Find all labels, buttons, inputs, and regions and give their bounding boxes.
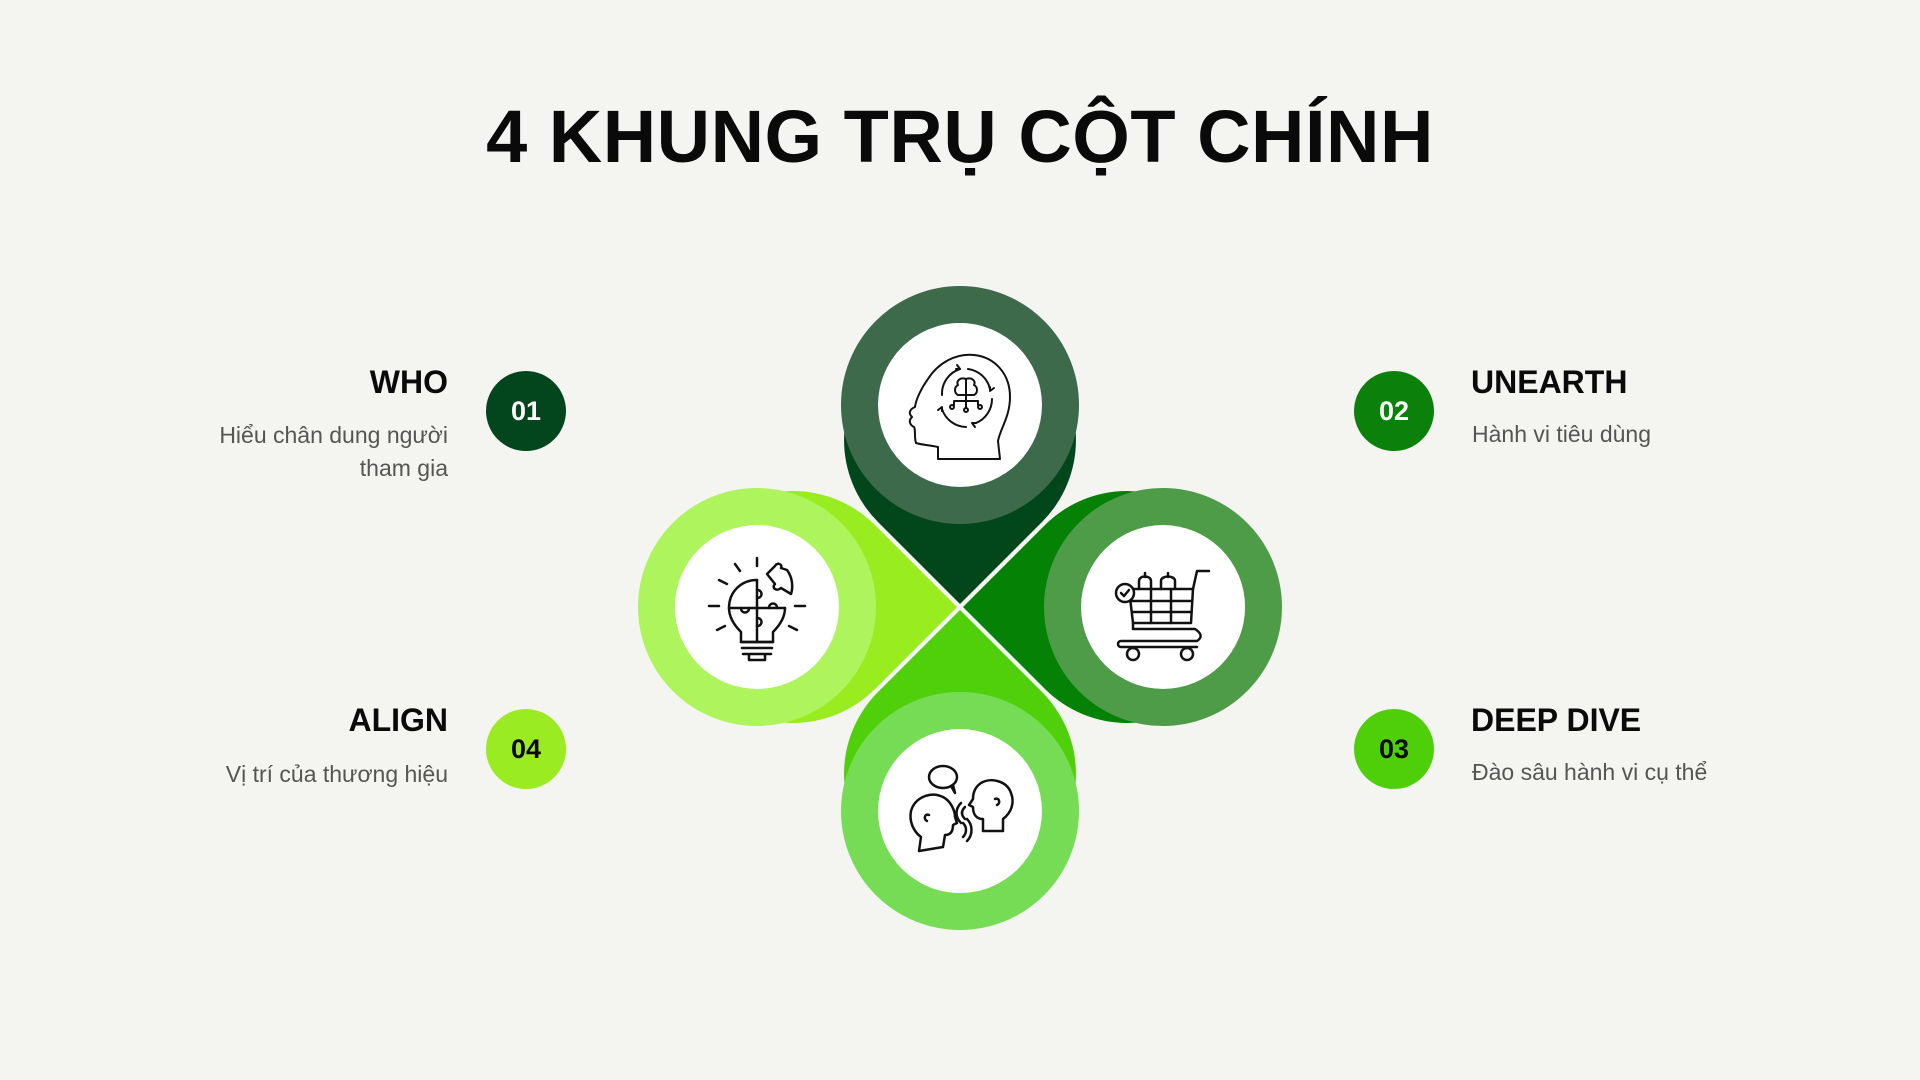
pillar-3-number: 03 [1378,733,1410,764]
pillar-1-petal [841,286,1079,604]
shopping-cart-icon [1114,569,1211,662]
pillar-1-title: WHO [369,364,448,400]
pillar-2-description: Hành vi tiêu dùng [1472,421,1652,447]
pillar-4-number-badge: 04 [486,709,566,789]
pillar-4-description: Vị trí của thương hiệu [225,761,448,787]
pillar-2-number-badge: 02 [1354,371,1434,451]
pillar-1-number-badge: 01 [486,371,566,451]
lightbulb-puzzle-icon [707,556,807,662]
pillar-2-number: 02 [1378,395,1410,426]
pillar-1-number: 01 [510,395,542,426]
pillar-3-number-badge: 03 [1354,709,1434,789]
pillar-3-description: Đào sâu hành vi cụ thể [1472,759,1708,785]
pillar-1-description: Hiểu chân dung người tham gia [219,422,448,481]
pillar-3-title: DEEP DIVE [1471,702,1642,738]
head-brain-cycle-icon [908,353,1011,460]
pillar-4-title: ALIGN [348,702,448,738]
pillar-4-number: 04 [510,733,542,764]
page-title: 4 KHUNG TRỤ CỘT CHÍNH [486,95,1434,178]
pillar-2-title: UNEARTH [1471,364,1628,400]
conversation-heads-icon [909,764,1014,853]
